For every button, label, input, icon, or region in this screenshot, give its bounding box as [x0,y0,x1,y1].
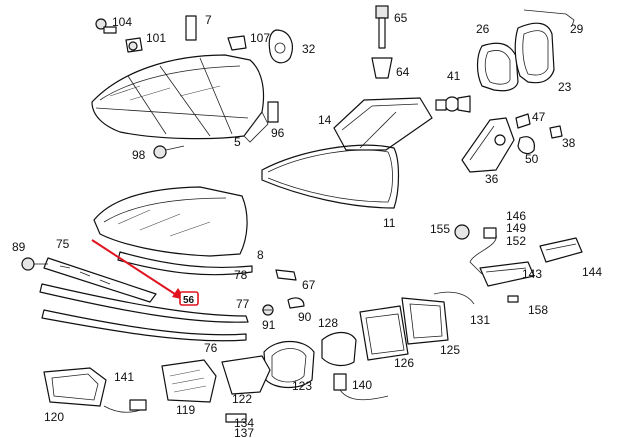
label-152[interactable]: 152 [506,234,526,248]
label-36[interactable]: 36 [485,172,499,186]
part-labels: 104 7 65 26 29 101 107 32 64 41 23 14 47… [12,11,602,438]
lamp-frames [476,9,575,92]
label-77[interactable]: 77 [236,297,250,311]
label-155[interactable]: 155 [430,222,450,236]
label-144[interactable]: 144 [582,265,602,279]
label-91[interactable]: 91 [262,318,276,332]
label-119[interactable]: 119 [176,403,195,417]
label-146[interactable]: 146 [506,209,526,223]
label-67[interactable]: 67 [302,278,316,292]
label-76[interactable]: 76 [204,341,218,355]
label-64[interactable]: 64 [396,65,410,79]
label-126[interactable]: 126 [394,356,414,370]
label-134[interactable]: 134 [234,416,254,430]
label-131[interactable]: 131 [470,313,490,327]
halogen-bulb [435,95,471,113]
label-137[interactable]: 137 [234,426,254,438]
label-78[interactable]: 78 [234,268,248,282]
small-fasteners [95,15,293,159]
label-5[interactable]: 5 [234,135,241,149]
headlamp-lens [93,186,248,257]
label-7[interactable]: 7 [205,13,212,27]
reflector-housing [333,97,433,151]
label-11[interactable]: 11 [383,216,396,230]
front-fog-lamps [43,355,271,423]
side-markers [454,224,583,303]
label-140[interactable]: 140 [352,378,372,392]
label-32[interactable]: 32 [302,42,316,56]
headlamp-assembly [91,54,269,143]
label-158[interactable]: 158 [528,303,548,317]
mounting-clips [21,257,305,316]
label-104[interactable]: 104 [112,15,132,29]
label-122[interactable]: 122 [232,392,252,406]
label-96[interactable]: 96 [271,126,285,140]
highlight-box [179,291,199,306]
label-143[interactable]: 143 [522,267,542,281]
label-123[interactable]: 123 [292,379,312,393]
label-65[interactable]: 65 [394,11,408,25]
label-41[interactable]: 41 [447,69,461,83]
label-89[interactable]: 89 [12,240,26,254]
label-8[interactable]: 8 [257,248,264,262]
label-107[interactable]: 107 [250,31,270,45]
fog-lamp-insert [263,331,389,401]
label-23[interactable]: 23 [558,80,572,94]
label-128[interactable]: 128 [318,316,338,330]
label-101[interactable]: 101 [146,31,166,45]
label-141[interactable]: 141 [114,370,134,384]
label-75[interactable]: 75 [56,237,70,251]
label-56[interactable]: 56 [183,295,195,306]
label-29[interactable]: 29 [570,22,584,36]
bolt-and-clip [371,5,393,79]
highlight-arrow [91,239,179,297]
label-98[interactable]: 98 [132,148,146,162]
label-26[interactable]: 26 [476,22,490,36]
trim-strips [39,251,253,342]
label-149[interactable]: 149 [506,221,526,235]
label-120[interactable]: 120 [44,410,64,424]
label-14[interactable]: 14 [318,113,332,127]
indicator-lamp [461,113,563,173]
label-125[interactable]: 125 [440,343,460,357]
label-38[interactable]: 38 [562,136,576,150]
fog-lamp-housing [359,291,475,361]
label-47[interactable]: 47 [532,110,546,124]
label-90[interactable]: 90 [298,310,312,324]
gasket-seal [261,144,400,209]
label-50[interactable]: 50 [525,152,539,166]
